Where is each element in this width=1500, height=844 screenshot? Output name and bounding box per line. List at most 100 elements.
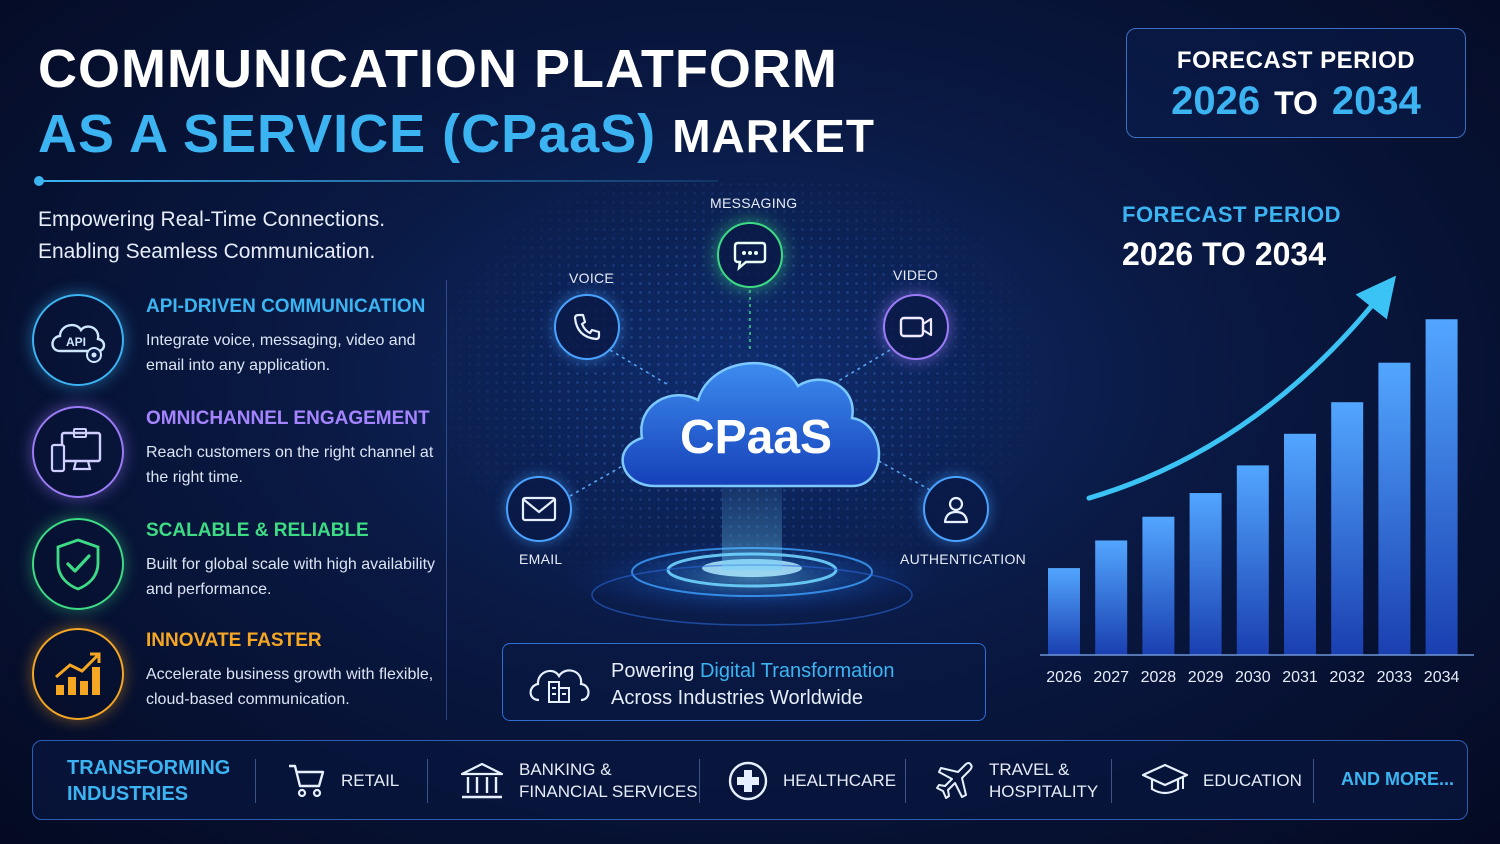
bar-2027 bbox=[1095, 540, 1128, 655]
title-market: MARKET bbox=[672, 110, 875, 162]
light-beam bbox=[722, 485, 782, 570]
bar-2029 bbox=[1189, 493, 1222, 655]
feature-desc: Accelerate business growth with flexible… bbox=[146, 666, 434, 708]
svg-text:API: API bbox=[66, 335, 86, 349]
feature-title: OMNICHANNEL ENGAGEMENT bbox=[146, 408, 430, 429]
trend-arrow bbox=[1086, 275, 1397, 501]
x-tick-label: 2028 bbox=[1141, 669, 1177, 686]
title-highlight: AS A SERVICE (CPaaS) bbox=[38, 104, 657, 164]
powering-highlight: Digital Transformation bbox=[699, 660, 895, 682]
divider bbox=[1313, 759, 1314, 803]
email-label: EMAIL bbox=[519, 551, 563, 567]
industry-label: EDUCATION bbox=[1203, 771, 1302, 790]
industry-education: EDUCATION bbox=[1141, 741, 1302, 821]
video-camera-icon bbox=[883, 294, 949, 360]
industries-bar: TRANSFORMING INDUSTRIES RETAIL BANKING &… bbox=[32, 740, 1468, 820]
forecast-to: TO bbox=[1274, 85, 1318, 121]
title-divider bbox=[38, 180, 718, 182]
bank-icon bbox=[460, 762, 504, 799]
industry-travel: TRAVEL & HOSPITALITY bbox=[935, 741, 1098, 821]
tagline: Empowering Real-Time Connections. Enabli… bbox=[38, 204, 385, 268]
forecast-bar-chart: 2026 2027 2028 2029 2030 2031 2032 2033 2034 bbox=[1040, 275, 1474, 686]
powering-prefix: Powering bbox=[611, 660, 695, 682]
feature-desc: Integrate voice, messaging, video and em… bbox=[146, 332, 416, 374]
authentication-label: AUTHENTICATION bbox=[900, 551, 1027, 567]
bar-2032 bbox=[1331, 402, 1364, 655]
bar-2031 bbox=[1284, 433, 1316, 655]
forecast-end: 2034 bbox=[1331, 79, 1421, 123]
feature-scalable: SCALABLE & RELIABLE Built for global sca… bbox=[32, 518, 442, 618]
medical-cross-icon bbox=[728, 761, 768, 801]
chart-title: FORECAST PERIOD bbox=[1122, 202, 1341, 227]
feature-desc: Reach customers on the right channel at … bbox=[146, 444, 434, 486]
page-title-line1: COMMUNICATION PLATFORM bbox=[38, 39, 838, 99]
industry-retail: RETAIL bbox=[287, 741, 399, 821]
feature-innovate: INNOVATE FASTER Accelerate business grow… bbox=[32, 628, 442, 728]
shield-check-icon bbox=[32, 518, 124, 610]
video-label: VIDEO bbox=[893, 267, 939, 283]
tagline-line2: Enabling Seamless Communication. bbox=[38, 240, 376, 263]
chat-bubble-icon bbox=[717, 222, 783, 288]
x-tick-label: 2029 bbox=[1188, 669, 1224, 686]
forecast-period-range: 2026 TO 2034 bbox=[1127, 79, 1465, 124]
divider bbox=[905, 759, 906, 803]
powering-text: Powering Digital Transformation Across I… bbox=[611, 658, 894, 712]
shopping-cart-icon bbox=[289, 764, 325, 798]
growth-chart-icon bbox=[32, 628, 124, 720]
forecast-start: 2026 bbox=[1171, 79, 1261, 123]
forecast-period-box: FORECAST PERIOD 2026 TO 2034 bbox=[1126, 28, 1466, 138]
x-tick-label: 2034 bbox=[1424, 669, 1460, 686]
industries-title: TRANSFORMING INDUSTRIES bbox=[67, 755, 230, 807]
tagline-line1: Empowering Real-Time Connections. bbox=[38, 208, 386, 231]
cpaas-diagram bbox=[562, 290, 942, 626]
cpaas-cloud bbox=[621, 362, 881, 488]
x-tick-label: 2033 bbox=[1377, 669, 1413, 686]
industries-title-line2: INDUSTRIES bbox=[67, 783, 189, 805]
and-more-link[interactable]: AND MORE... bbox=[1341, 769, 1455, 789]
phone-icon bbox=[554, 294, 620, 360]
bar-2033 bbox=[1378, 362, 1411, 655]
left-panel-divider bbox=[446, 280, 447, 720]
industry-banking: BANKING & FINANCIAL SERVICES bbox=[459, 741, 698, 821]
envelope-icon bbox=[506, 476, 572, 542]
industry-healthcare: HEALTHCARE bbox=[727, 741, 896, 821]
forecast-period-label: FORECAST PERIOD bbox=[1176, 47, 1416, 74]
industry-label: RETAIL bbox=[341, 771, 400, 790]
graduation-cap-icon bbox=[1141, 763, 1189, 795]
x-tick-label: 2030 bbox=[1235, 669, 1271, 686]
bar-2026 bbox=[1048, 568, 1080, 655]
divider bbox=[1111, 759, 1112, 803]
airplane-icon bbox=[936, 762, 973, 799]
chart-subtitle: 2026 TO 2034 bbox=[1122, 236, 1327, 272]
devices-icon bbox=[32, 406, 124, 498]
bar-2034 bbox=[1425, 319, 1458, 655]
page-title-line2: AS A SERVICE (CPaaS) MARKET bbox=[38, 103, 875, 165]
powering-banner: Powering Digital Transformation Across I… bbox=[502, 643, 986, 721]
bar-2030 bbox=[1236, 465, 1269, 655]
divider bbox=[699, 759, 700, 803]
x-tick-label: 2027 bbox=[1093, 669, 1129, 686]
industry-label: HEALTHCARE bbox=[783, 771, 897, 790]
industries-title-line1: TRANSFORMING bbox=[67, 757, 231, 779]
api-cloud-icon: API bbox=[32, 294, 124, 386]
industry-label: TRAVEL & HOSPITALITY bbox=[989, 760, 1099, 801]
voice-label: VOICE bbox=[569, 270, 615, 286]
industry-label: BANKING & FINANCIAL SERVICES bbox=[519, 760, 698, 801]
divider bbox=[427, 759, 428, 803]
x-tick-label: 2026 bbox=[1046, 669, 1082, 686]
cloud-buildings-icon bbox=[529, 669, 590, 703]
messaging-label: MESSAGING bbox=[710, 195, 798, 211]
bar-2028 bbox=[1142, 516, 1175, 655]
user-shield-icon bbox=[923, 476, 989, 542]
feature-title: API-DRIVEN COMMUNICATION bbox=[146, 296, 426, 317]
feature-api-driven: API API-DRIVEN COMMUNICATION Integrate v… bbox=[32, 294, 442, 394]
feature-title: SCALABLE & RELIABLE bbox=[146, 520, 369, 541]
title-divider-dot bbox=[34, 176, 44, 186]
cpaas-label: CPaaS bbox=[679, 411, 833, 464]
x-tick-label: 2032 bbox=[1329, 669, 1365, 686]
feature-desc: Built for global scale with high availab… bbox=[146, 556, 436, 598]
divider bbox=[255, 759, 256, 803]
powering-line2: Across Industries Worldwide bbox=[611, 687, 863, 709]
x-tick-label: 2031 bbox=[1282, 669, 1318, 686]
feature-title: INNOVATE FASTER bbox=[146, 630, 322, 651]
